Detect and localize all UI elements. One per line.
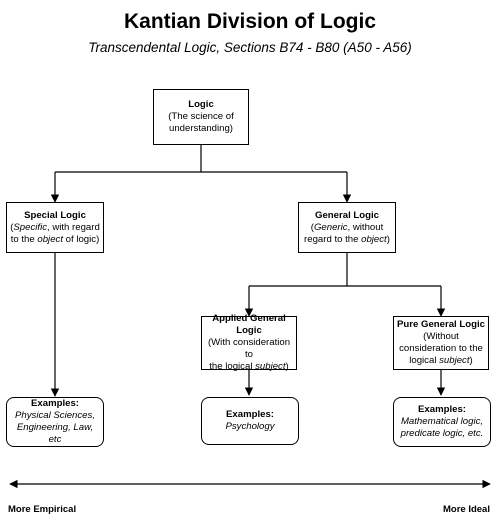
node-applied-line1: (With consideration to [207,337,291,360]
node-logic: Logic (The science of understanding) [153,89,249,145]
node-examples-pure: Examples: Mathematical logic, predicate … [393,397,491,447]
node-pure-line2: consideration to the [399,343,483,354]
examples-special-line1: Physical Sciences, [15,410,95,421]
node-applied-title-2: Logic [236,325,262,336]
node-logic-line2: understanding) [168,123,233,134]
examples-applied-line1: Psychology [225,421,275,432]
node-examples-applied: Examples: Psychology [201,397,299,445]
node-special-line1: (Specific, with regard [10,221,100,233]
node-pure-line1: (Without [423,331,459,342]
examples-applied-title: Examples: [226,409,274,420]
diagram-title: Kantian Division of Logic [123,10,376,33]
examples-pure-line1: Mathematical logic, [400,416,484,427]
examples-special-line2: Engineering, Law, etc [16,422,94,445]
node-general-logic: General Logic (Generic, without regard t… [298,202,396,253]
node-special-logic: Special Logic (Specific, with regard to … [6,202,104,253]
examples-special-title: Examples: [31,398,79,409]
node-applied-line2: the logical subject) [209,361,289,372]
diagram-subtitle: Transcendental Logic, Sections B74 - B80… [88,40,412,55]
node-special-line2: to the object of logic) [10,233,100,245]
axis-label-empirical: More Empirical [8,504,77,515]
node-applied-title-1: Applied General [212,313,286,324]
node-general-line1: (Generic, without [310,221,384,233]
axis-label-ideal: More Ideal [443,504,490,515]
node-special-title: Special Logic [24,209,86,221]
examples-pure-title: Examples: [418,404,466,415]
node-general-line2: regard to the object) [304,233,390,245]
node-pure-title: Pure General Logic [397,319,485,330]
node-examples-special: Examples: Physical Sciences, Engineering… [6,397,104,447]
node-logic-title: Logic [188,99,214,110]
node-general-title: General Logic [315,209,379,221]
node-pure-line3: logical subject) [409,355,473,366]
examples-pure-line2: predicate logic, etc. [400,428,484,439]
node-pure-general-logic: Pure General Logic (Without consideratio… [393,316,489,370]
node-applied-general-logic: Applied General Logic (With consideratio… [201,313,297,372]
node-logic-line1: (The science of [168,111,234,122]
